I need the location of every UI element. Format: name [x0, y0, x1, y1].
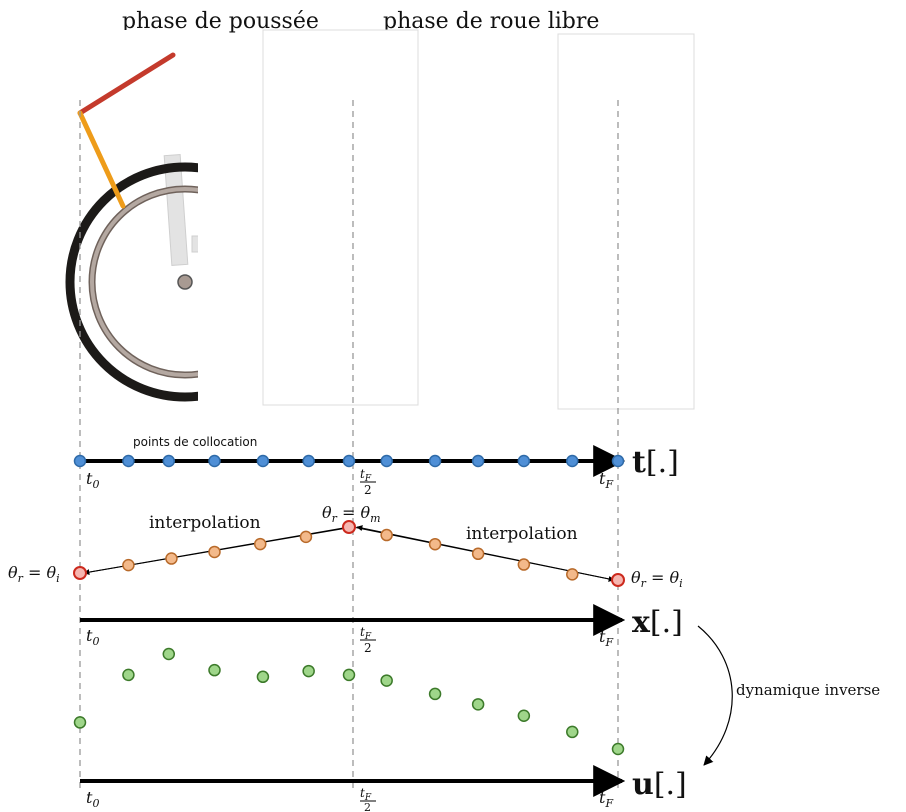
svg-text:2: 2: [364, 641, 372, 655]
state-point: [517, 558, 531, 571]
collocation-point: [302, 454, 315, 468]
control-point: [566, 725, 579, 739]
svg-text:tF: tF: [360, 625, 372, 642]
inverse-dynamics-label: dynamique inverse: [736, 681, 880, 699]
collocation-point: [73, 454, 87, 468]
collocation-point: [342, 454, 356, 468]
panel-border-mid: [262, 29, 419, 406]
control-point: [256, 670, 270, 684]
control-point: [342, 668, 356, 682]
u-axis-t0: t0: [86, 788, 99, 810]
control-point: [611, 742, 625, 756]
state-point: [122, 558, 135, 572]
control-point: [302, 664, 315, 678]
state-key-point: [342, 520, 356, 534]
theta-left-label: θr = θi: [8, 563, 60, 585]
collocation-point: [517, 454, 531, 468]
state-key-point: [73, 566, 87, 580]
state-key-point: [611, 573, 625, 587]
collocation-point: [566, 454, 579, 468]
state-point: [380, 528, 393, 542]
control-point: [122, 668, 135, 682]
theta-mid-label: θr = θm: [322, 503, 381, 525]
upper-arm: [77, 52, 176, 116]
forearm: [77, 110, 126, 209]
u-axis-label: u[.]: [632, 767, 687, 802]
collocation-points: [73, 454, 625, 468]
svg-text:tF: tF: [360, 786, 372, 803]
u-axis-tF: tF: [599, 788, 613, 810]
state-points: [73, 520, 625, 587]
t-axis-t0: t0: [86, 469, 99, 491]
control-point: [208, 663, 221, 677]
u-axis-tmid: tF 2: [360, 786, 376, 812]
t-axis-tmid: tF 2: [360, 467, 376, 497]
interpolation-right-label: interpolation: [466, 524, 578, 544]
x-axis-tmid: tF 2: [360, 625, 376, 655]
control-point: [517, 709, 531, 722]
t-axis-tF: tF: [599, 469, 613, 491]
seat-frame: [191, 235, 198, 253]
wheelchair-panel-start: [65, 30, 198, 405]
state-point: [428, 537, 442, 551]
wheel-hub: [177, 274, 193, 290]
backrest-frame: [163, 154, 189, 266]
x-axis-t0: t0: [86, 626, 99, 648]
state-point: [253, 537, 267, 551]
inverse-dynamics-arrow: [697, 625, 733, 766]
tire: [65, 162, 198, 402]
x-axis-label: x[.]: [632, 605, 683, 640]
collocation-point: [208, 454, 221, 468]
hand-rim-inner: [90, 187, 198, 377]
panel-border-end: [557, 33, 695, 410]
collocation-point: [380, 454, 393, 468]
control-point: [162, 647, 176, 661]
state-point: [165, 552, 178, 565]
state-point: [299, 530, 313, 544]
state-point: [471, 547, 485, 561]
t-axis-label: t[.]: [632, 445, 679, 480]
collocation-label: points de collocation: [133, 435, 257, 449]
state-point: [208, 545, 221, 559]
freewheel-phase-title: phase de roue libre: [383, 9, 599, 34]
collocation-point: [611, 454, 625, 468]
control-point: [380, 674, 393, 687]
svg-text:tF: tF: [360, 467, 372, 484]
control-point: [73, 716, 87, 729]
x-axis-tF: tF: [599, 627, 613, 649]
control-points: [73, 647, 625, 756]
collocation-point: [122, 454, 135, 468]
collocation-point: [428, 454, 442, 468]
collocation-point: [256, 454, 270, 468]
theta-right-label: θr = θi: [631, 568, 683, 590]
control-point: [428, 687, 442, 701]
control-point: [471, 698, 485, 711]
svg-text:2: 2: [364, 483, 372, 497]
state-point: [566, 568, 579, 581]
interpolation-left-label: interpolation: [149, 513, 261, 533]
collocation-point: [471, 454, 485, 468]
collocation-point: [162, 454, 176, 468]
svg-text:2: 2: [364, 801, 371, 812]
